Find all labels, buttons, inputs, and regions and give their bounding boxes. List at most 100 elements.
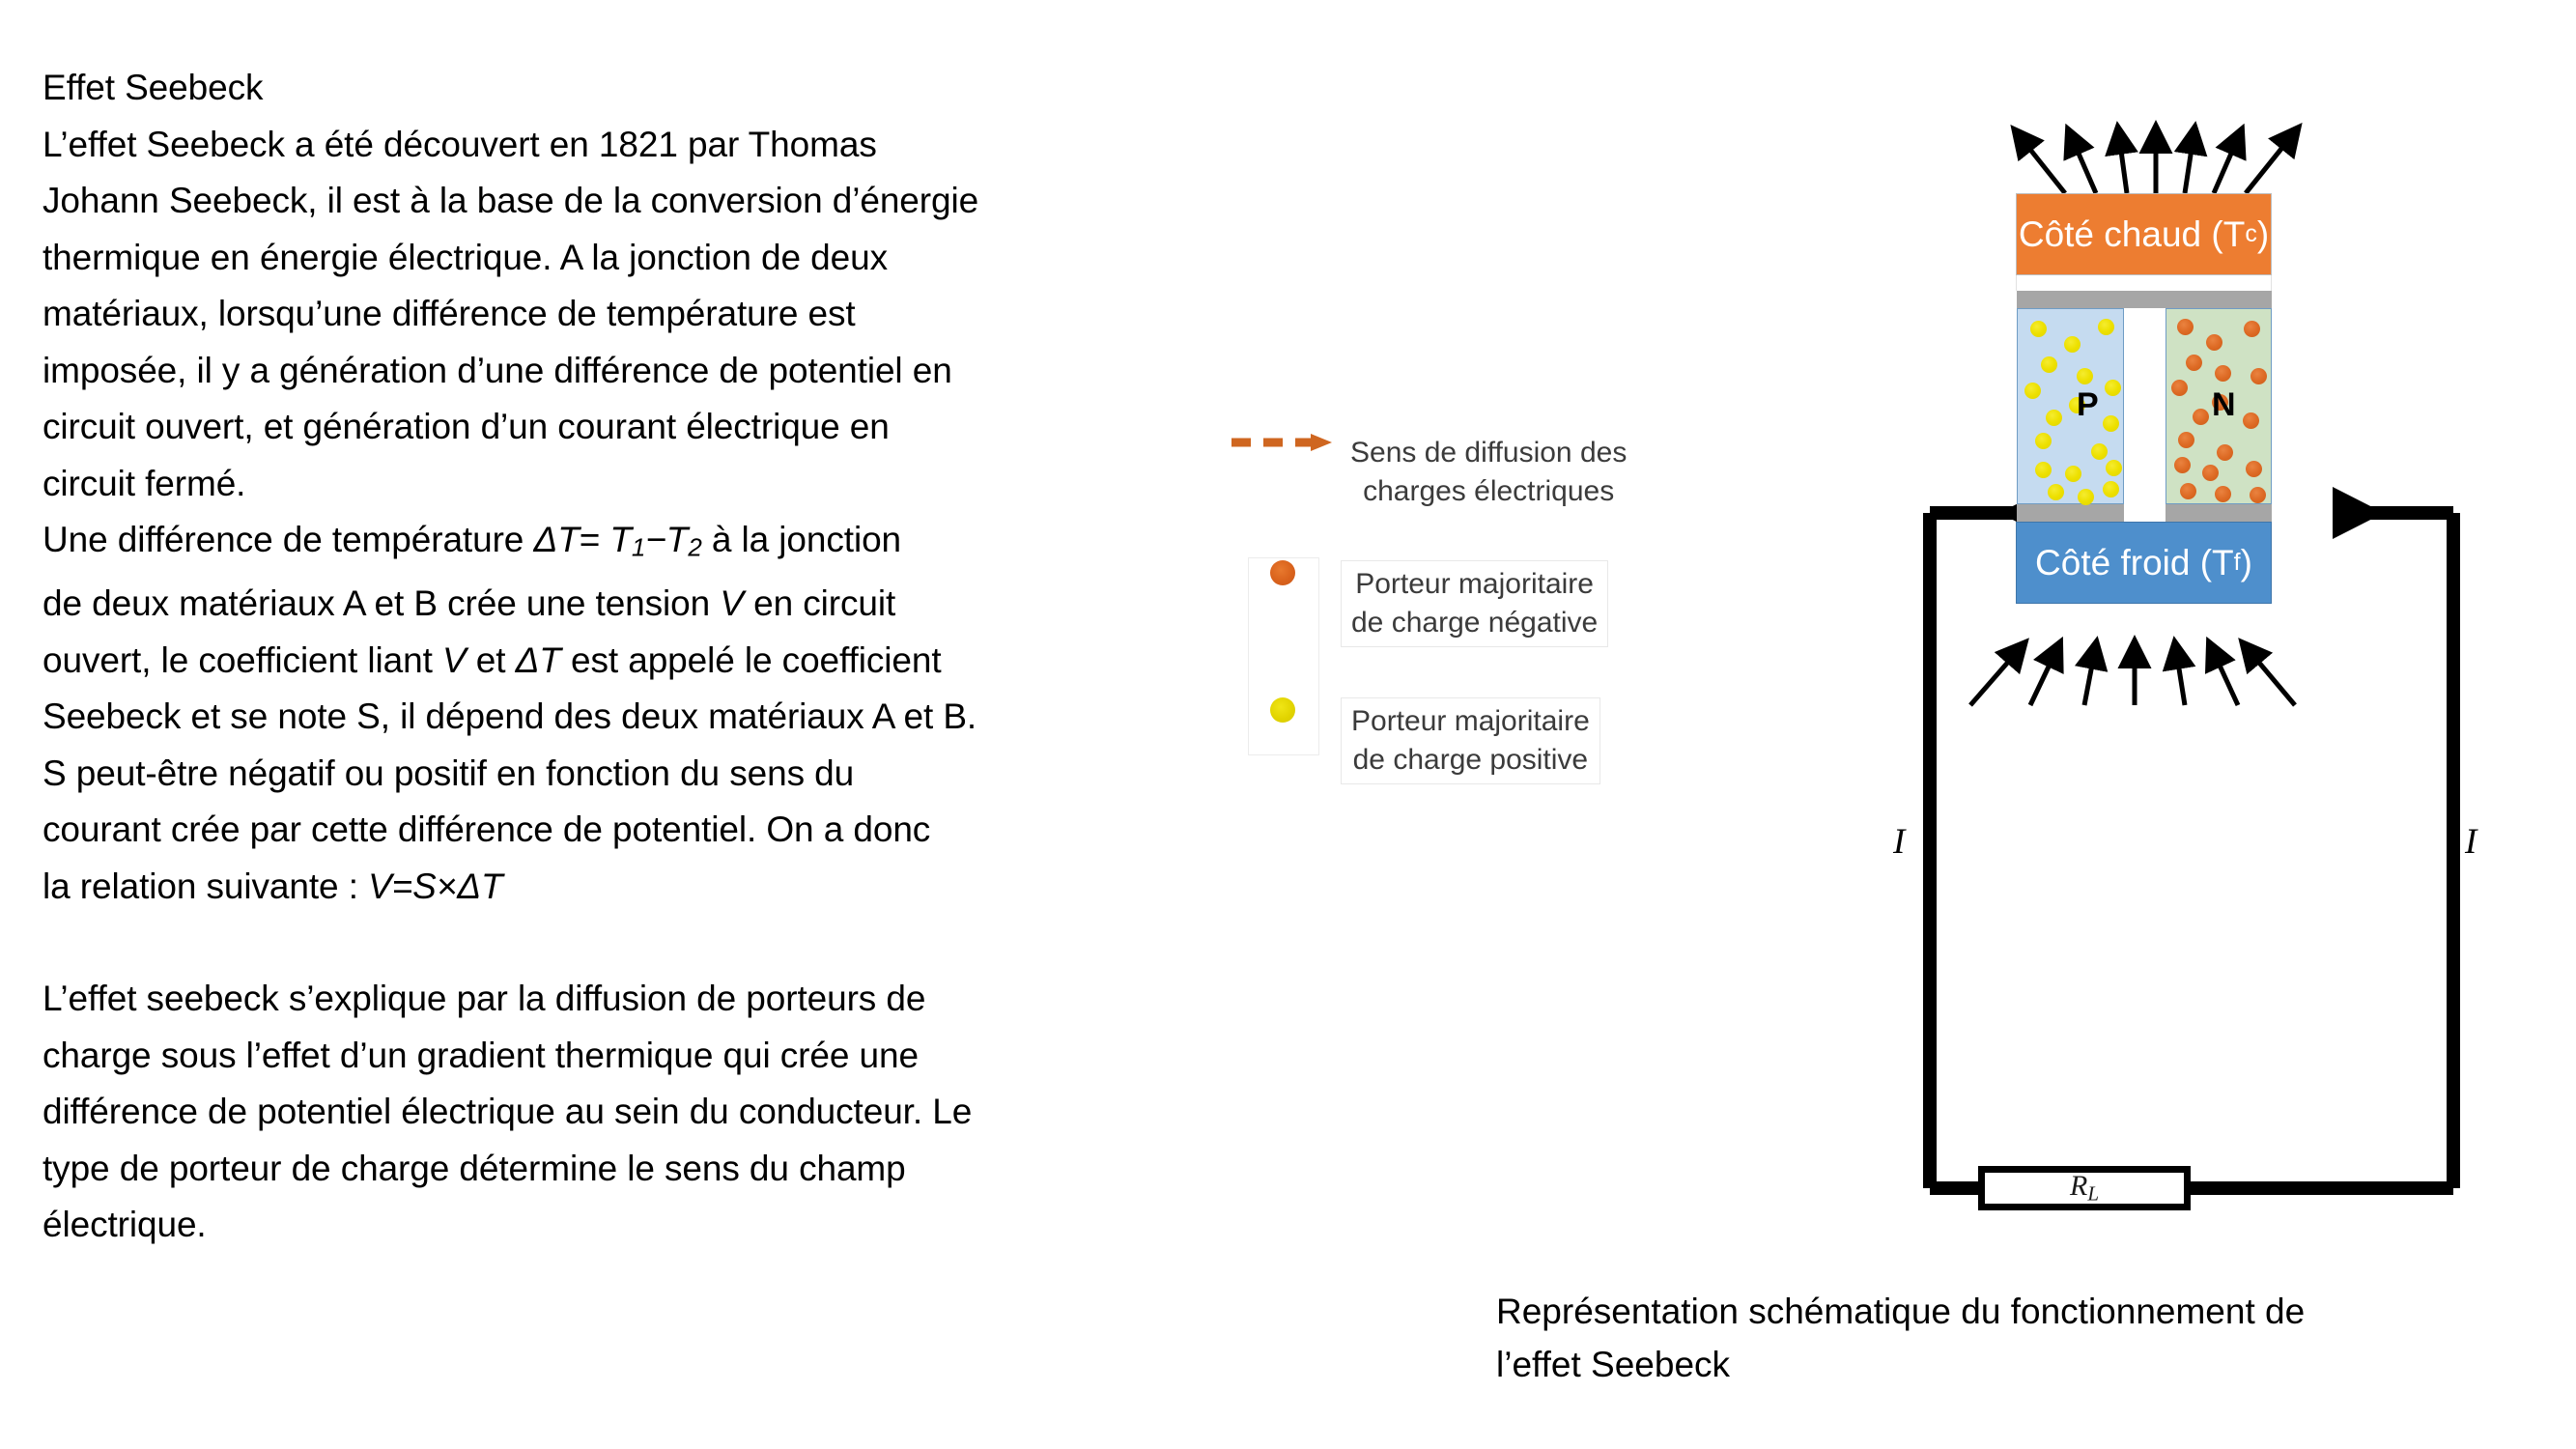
paragraph2-line-6: courant crée par cette différence de pot…: [42, 810, 931, 850]
legend-marker-frame: [1248, 557, 1319, 755]
carrier-negative: [2193, 409, 2209, 425]
paragraph2-line-1: Une différence de température ΔT= T1−T2 …: [42, 512, 1240, 576]
hot-side-subscript: c: [2245, 220, 2257, 247]
legend-item-diffusion: Sens de diffusion des charges électrique…: [1225, 430, 1636, 515]
heat-out-arrows: [2010, 119, 2303, 195]
carrier-negative: [2178, 432, 2194, 448]
p2l1-delta-t: ΔT: [533, 520, 580, 559]
paragraph3-line-2: charge sous l’effet d’un gradient thermi…: [42, 1035, 919, 1075]
paragraph2-line-4: Seebeck et se note S, il dépend des deux…: [42, 696, 977, 737]
seebeck-formula: V=S×ΔT: [368, 866, 503, 906]
paragraph1-line-3: thermique en énergie électrique. A la jo…: [42, 237, 888, 277]
p2l1-minus: −: [645, 520, 666, 559]
carrier-negative: [2177, 319, 2194, 335]
carrier-negative: [2212, 394, 2228, 411]
hot-insulator-gap: [2016, 275, 2272, 291]
p2l1-t1: T: [609, 520, 632, 559]
paragraph-spacer: [42, 915, 1240, 971]
carrier-positive: [2077, 368, 2093, 384]
p2l2-pre: de deux matériaux A et B crée une tensio…: [42, 583, 721, 624]
cold-side-subscript: f: [2233, 549, 2241, 576]
legend-label-negative: Porteur majoritaire de charge négative: [1341, 560, 1609, 647]
resistor-label: RL: [2070, 1170, 2099, 1206]
carrier-positive: [2046, 410, 2062, 426]
paragraph2-line-2: de deux matériaux A et B crée une tensio…: [42, 576, 1240, 633]
carrier-negative: [2206, 334, 2222, 351]
article-title: Effet Seebeck: [42, 68, 264, 107]
carrier-negative: [2174, 457, 2191, 473]
carrier-positive: [2106, 460, 2122, 476]
p2l2-v: V: [720, 583, 744, 624]
current-label-left: I: [1893, 822, 1906, 862]
hot-side-label: Côté chaud (T: [2018, 213, 2246, 254]
p2l3-delta-t: ΔT: [515, 639, 561, 680]
carrier-positive: [2024, 383, 2041, 399]
diagram-caption: Représentation schématique du fonctionne…: [1496, 1292, 2306, 1384]
carrier-positive: [2069, 397, 2085, 413]
paragraph1-line-5: imposée, il y a génération d’une différe…: [42, 350, 952, 390]
paragraph1-line-2: Johann Seebeck, il est à la base de la c…: [42, 181, 979, 220]
carrier-negative: [2246, 461, 2262, 477]
legend-marker-diffusion: [1225, 430, 1341, 455]
carrier-positive: [2078, 489, 2094, 505]
leg-p-label: P: [2077, 386, 2099, 423]
paragraph3-line-4: type de porteur de charge détermine le s…: [42, 1148, 906, 1188]
carrier-positive: [2035, 462, 2052, 478]
paragraph1-line-1: L’effet Seebeck a été découvert en 1821 …: [42, 124, 877, 164]
carrier-negative: [2250, 487, 2266, 503]
paragraph1-line-6: circuit ouvert, et génération d’un coura…: [42, 407, 890, 446]
carrier-positive: [2030, 321, 2047, 337]
legend-label-diffusion: Sens de diffusion des charges électrique…: [1350, 437, 1628, 507]
carrier-positive: [2091, 443, 2108, 460]
cold-side-paren: ): [2240, 542, 2252, 582]
paragraph2-line-7: la relation suivante : V=S×ΔT: [42, 859, 1240, 916]
carrier-negative: [2243, 412, 2259, 429]
resistor-symbol: R: [2069, 1170, 2088, 1203]
p2l3-post: est appelé le coefficient: [560, 639, 942, 680]
p2l3-mid: et: [466, 639, 516, 680]
carrier-negative: [2186, 355, 2202, 371]
carrier-positive: [2041, 356, 2057, 373]
paragraph3-line-1: L’effet seebeck s’explique par la diffus…: [42, 979, 926, 1019]
p2l3-pre: ouvert, le coefficient liant: [42, 639, 442, 680]
heat-in-arrows: [1968, 634, 2297, 707]
paragraph2-line-3: ouvert, le coefficient liant V et ΔT est…: [42, 633, 1240, 690]
carrier-negative: [2244, 321, 2260, 337]
paragraph1-line-7: circuit fermé.: [42, 463, 246, 503]
carrier-negative: [2215, 486, 2231, 502]
carrier-positive: [2105, 380, 2121, 396]
paragraph3-line-5: électrique.: [42, 1205, 207, 1245]
p2l3-v: V: [441, 639, 467, 680]
paragraph3-line-3: différence de potentiel électrique au se…: [42, 1092, 973, 1132]
paragraph2-line-5: S peut-être négatif ou positif en foncti…: [42, 753, 855, 793]
carrier-negative: [2171, 380, 2188, 396]
dashed-arrow-icon: [1231, 434, 1332, 451]
carrier-negative: [2202, 465, 2219, 481]
hot-side-paren: ): [2256, 213, 2270, 254]
legend-label-positive: Porteur majoritaire de charge positive: [1341, 697, 1600, 784]
paragraph1-line-4: matériaux, lorsqu’une différence de temp…: [42, 294, 856, 333]
orange-dot-icon: [1270, 560, 1295, 585]
carrier-positive: [2035, 433, 2052, 449]
leg-n-label: N: [2212, 386, 2236, 423]
cold-side-label: Côté froid (T: [2035, 542, 2234, 582]
p2l1-t2-sub: 2: [688, 532, 702, 562]
carrier-positive: [2064, 336, 2081, 353]
carrier-negative: [2250, 368, 2267, 384]
legend-marker-positive: [1225, 697, 1341, 723]
legend-item-negative-carrier: Porteur majoritaire de charge négative: [1225, 560, 1609, 647]
top-conductor-bar: [2017, 291, 2272, 308]
carrier-negative: [2217, 444, 2233, 461]
legend-item-positive-carrier: Porteur majoritaire de charge positive: [1225, 697, 1600, 784]
p2l1-eq: =: [579, 520, 610, 559]
yellow-dot-icon: [1270, 697, 1295, 723]
circuit-wires: [1923, 506, 2460, 1195]
p2l7-pre: la relation suivante :: [42, 866, 369, 906]
p2l1-pre: Une différence de température: [42, 520, 534, 559]
carrier-positive: [2103, 415, 2119, 432]
resistor-subscript: L: [2087, 1181, 2099, 1206]
carrier-negative: [2180, 483, 2196, 499]
